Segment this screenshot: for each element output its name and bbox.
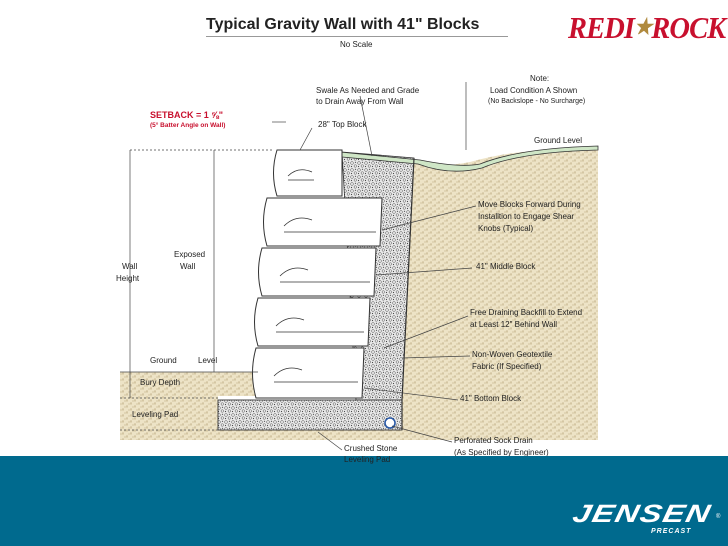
setback-note: (5° Batter Angle on Wall) xyxy=(150,122,226,129)
top-block-label: 28" Top Block xyxy=(318,120,367,129)
note-heading: Note: xyxy=(530,74,550,83)
exposed-wall-label-line-1: Exposed xyxy=(174,250,206,259)
middle-block-1 xyxy=(263,197,383,247)
ground-level-right-label: Ground Level xyxy=(534,136,583,145)
bottom-block-label: 41" Bottom Block xyxy=(460,394,522,403)
ground-level-left-label-1: Ground xyxy=(150,356,177,365)
ground-surface xyxy=(279,145,599,172)
dimension-lines xyxy=(120,82,467,431)
wall-blocks xyxy=(252,149,383,399)
note-line-2: (No Backslope - No Surcharge) xyxy=(488,98,586,105)
wall-height-label-line-2: Height xyxy=(116,274,140,283)
note-line-1: Load Condition A Shown xyxy=(490,86,578,95)
move-blocks-line-2: Installtion to Engage Shear xyxy=(478,212,575,221)
swale-label-line-2: to Drain Away From Wall xyxy=(316,97,404,106)
backfill-label-line-1: Free Draining Backfill to Extend xyxy=(470,308,583,317)
bury-depth-label: Bury Depth xyxy=(140,378,181,387)
backfill-label-line-2: at Least 12" Behind Wall xyxy=(470,320,558,329)
middle-block-2 xyxy=(258,247,377,297)
geotextile-label-line-2: Fabric (If Specified) xyxy=(472,362,542,371)
redi-rock-logo: REDI★ROCK xyxy=(568,10,726,46)
logo-text-left: REDI xyxy=(568,10,635,45)
crushed-stone-label-line-1: Crushed Stone xyxy=(344,444,398,453)
leveling-pad-label: Leveling Pad xyxy=(132,410,179,419)
geotextile-label-line-1: Non-Woven Geotextile xyxy=(472,350,553,359)
logo-star-icon: ★ xyxy=(634,14,652,39)
perforated-sock-drain xyxy=(384,417,396,429)
middle-block-label: 41" Middle Block xyxy=(476,262,536,271)
logo-text-right: ROCK xyxy=(651,10,726,45)
drain-label-line-1: Perforated Sock Drain xyxy=(454,436,533,445)
middle-block-3 xyxy=(254,297,371,347)
exposed-wall-label-line-2: Wall xyxy=(180,262,196,271)
registered-mark: ® xyxy=(716,514,721,520)
crushed-stone-label-line-2: Leveling Pad xyxy=(344,455,391,464)
move-blocks-line-3: Knobs (Typical) xyxy=(478,224,534,233)
wall-height-label-line-1: Wall xyxy=(122,262,138,271)
drain-label-line-2: (As Specified by Engineer) xyxy=(454,448,549,457)
crushed-stone-leveling-pad xyxy=(217,399,403,431)
native-soil-region xyxy=(120,150,598,440)
ground-level-left-label-2: Level xyxy=(198,356,218,365)
geotextile-fabric xyxy=(401,157,415,430)
setback-label: SETBACK = 1 ⅝" xyxy=(150,110,224,120)
move-blocks-line-1: Move Blocks Forward During xyxy=(478,200,581,209)
bottom-block xyxy=(252,347,365,399)
no-scale-note: No Scale xyxy=(340,40,373,49)
top-block xyxy=(273,149,343,197)
block-knob-details xyxy=(273,169,376,383)
title-underline xyxy=(206,36,508,37)
leader-lines xyxy=(299,95,477,451)
gravity-wall-diagram xyxy=(120,82,599,451)
footer-bar xyxy=(0,456,728,546)
jensen-logo-subtitle: PRECAST xyxy=(651,528,692,535)
diagram-title: Typical Gravity Wall with 41" Blocks xyxy=(206,16,480,33)
swale-label-line-1: Swale As Needed and Grade xyxy=(316,86,420,95)
jensen-logo: JENSEN xyxy=(570,500,714,528)
